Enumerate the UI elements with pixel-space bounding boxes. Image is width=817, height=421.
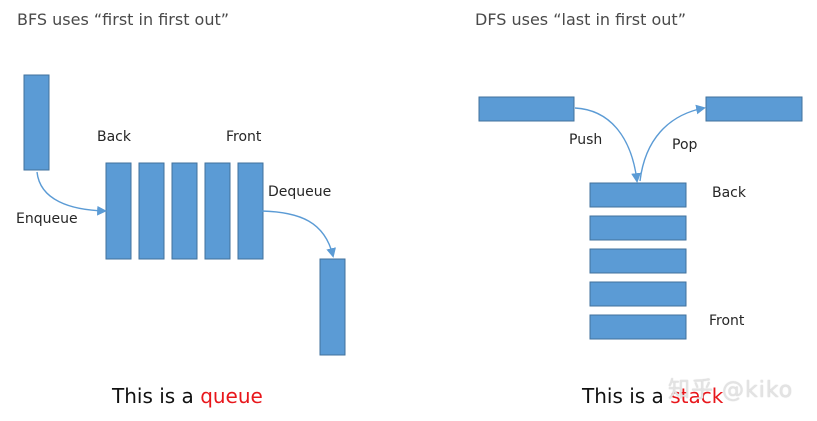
stack-slot-4 [589,281,687,307]
queue-caption-keyword: queue [200,384,263,408]
pop-arrow [639,104,706,182]
enqueue-label: Enqueue [16,211,78,227]
stack-slot-3 [589,248,687,274]
dequeued-item [319,258,346,356]
incoming-queue-item [23,74,50,171]
watermark: 知乎 @kiko [668,378,794,403]
queue-slot-5 [237,162,264,260]
queue-back-label: Back [97,129,131,145]
dequeue-label: Dequeue [268,184,332,200]
stack-caption-prefix: This is a [582,384,671,408]
queue-front-label: Front [226,129,262,145]
bfs-heading: BFS uses “first in first out” [17,10,230,29]
queue-caption: This is a queue [112,384,263,408]
popped-item [705,96,803,122]
queue-slot-2 [138,162,165,260]
push-label: Push [569,132,603,148]
stack-slot-5 [589,314,687,340]
queue-slot-3 [171,162,198,260]
dequeue-arrow [261,210,336,258]
stack-slot-2 [589,215,687,241]
stack-back-label: Back [712,185,746,201]
queue-slot-1 [105,162,132,260]
push-arrow [574,107,641,183]
stack-slot-1 [589,182,687,208]
stack-front-label: Front [709,313,745,329]
stack-caption-keyword: stack [670,384,724,408]
pop-label: Pop [672,137,698,153]
queue-caption-prefix: This is a [112,384,201,408]
stack-caption: This is a stack [582,384,723,408]
push-item [478,96,575,122]
queue-slot-4 [204,162,231,260]
enqueue-arrow [36,171,107,216]
dfs-heading: DFS uses “last in first out” [475,10,686,29]
